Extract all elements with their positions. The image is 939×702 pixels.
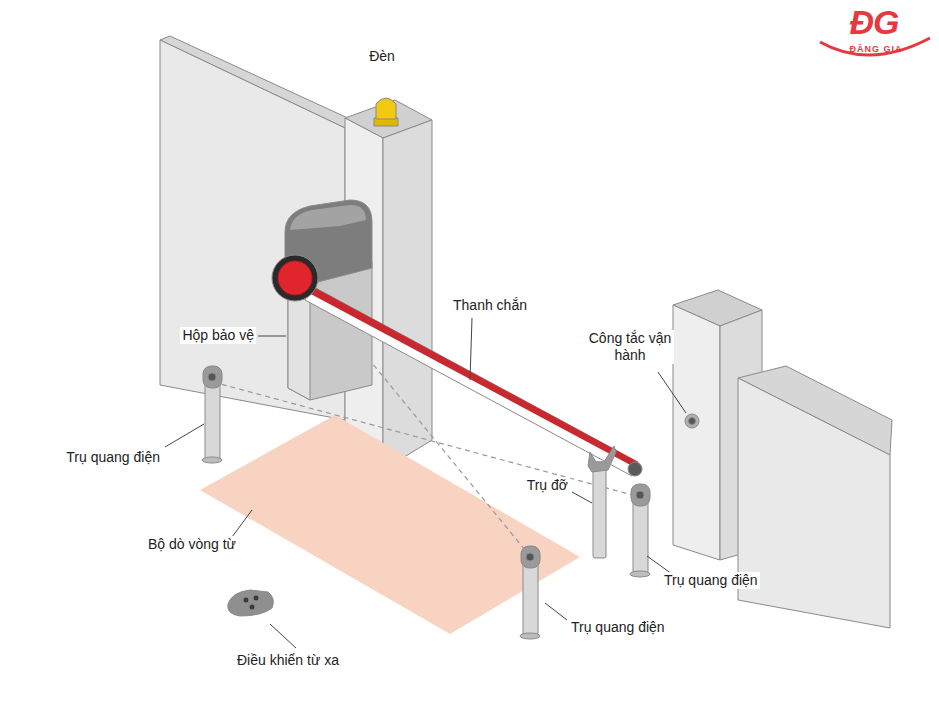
- remote-control: [228, 590, 274, 616]
- photocell-head: [203, 366, 222, 388]
- remote-label: Điều khiển từ xa: [235, 652, 341, 669]
- arm-label: Thanh chắn: [451, 297, 529, 314]
- photocell-label: Trụ quang điện: [569, 619, 667, 636]
- lamp-label: Đèn: [367, 48, 397, 65]
- arm-hub: [272, 255, 318, 301]
- logo-mark: ĐG: [848, 2, 901, 43]
- support-fork: [588, 446, 616, 472]
- loop-detector-label: Bộ dò vòng từ: [146, 536, 238, 553]
- right-wall: [738, 378, 890, 628]
- operation-switch: [685, 414, 699, 428]
- lamp: [376, 98, 396, 119]
- photocell-label: Trụ quang điện: [662, 572, 760, 589]
- switch-label: Công tắc vận hành: [586, 330, 674, 364]
- logo-name: ĐẶNG GIA: [848, 44, 905, 55]
- photocell-post: [205, 378, 220, 460]
- right-pillar: [673, 305, 720, 560]
- housing-label: Hộp bảo vệ: [180, 327, 256, 344]
- photocell-label: Trụ quang điện: [64, 449, 162, 466]
- support-post-label: Trụ đỡ: [525, 477, 570, 494]
- pillar-right-face: [383, 120, 432, 470]
- barrier-arm: [305, 285, 638, 476]
- leader-lines: [165, 318, 686, 648]
- arm-cap: [628, 462, 642, 476]
- support-post: [593, 462, 606, 558]
